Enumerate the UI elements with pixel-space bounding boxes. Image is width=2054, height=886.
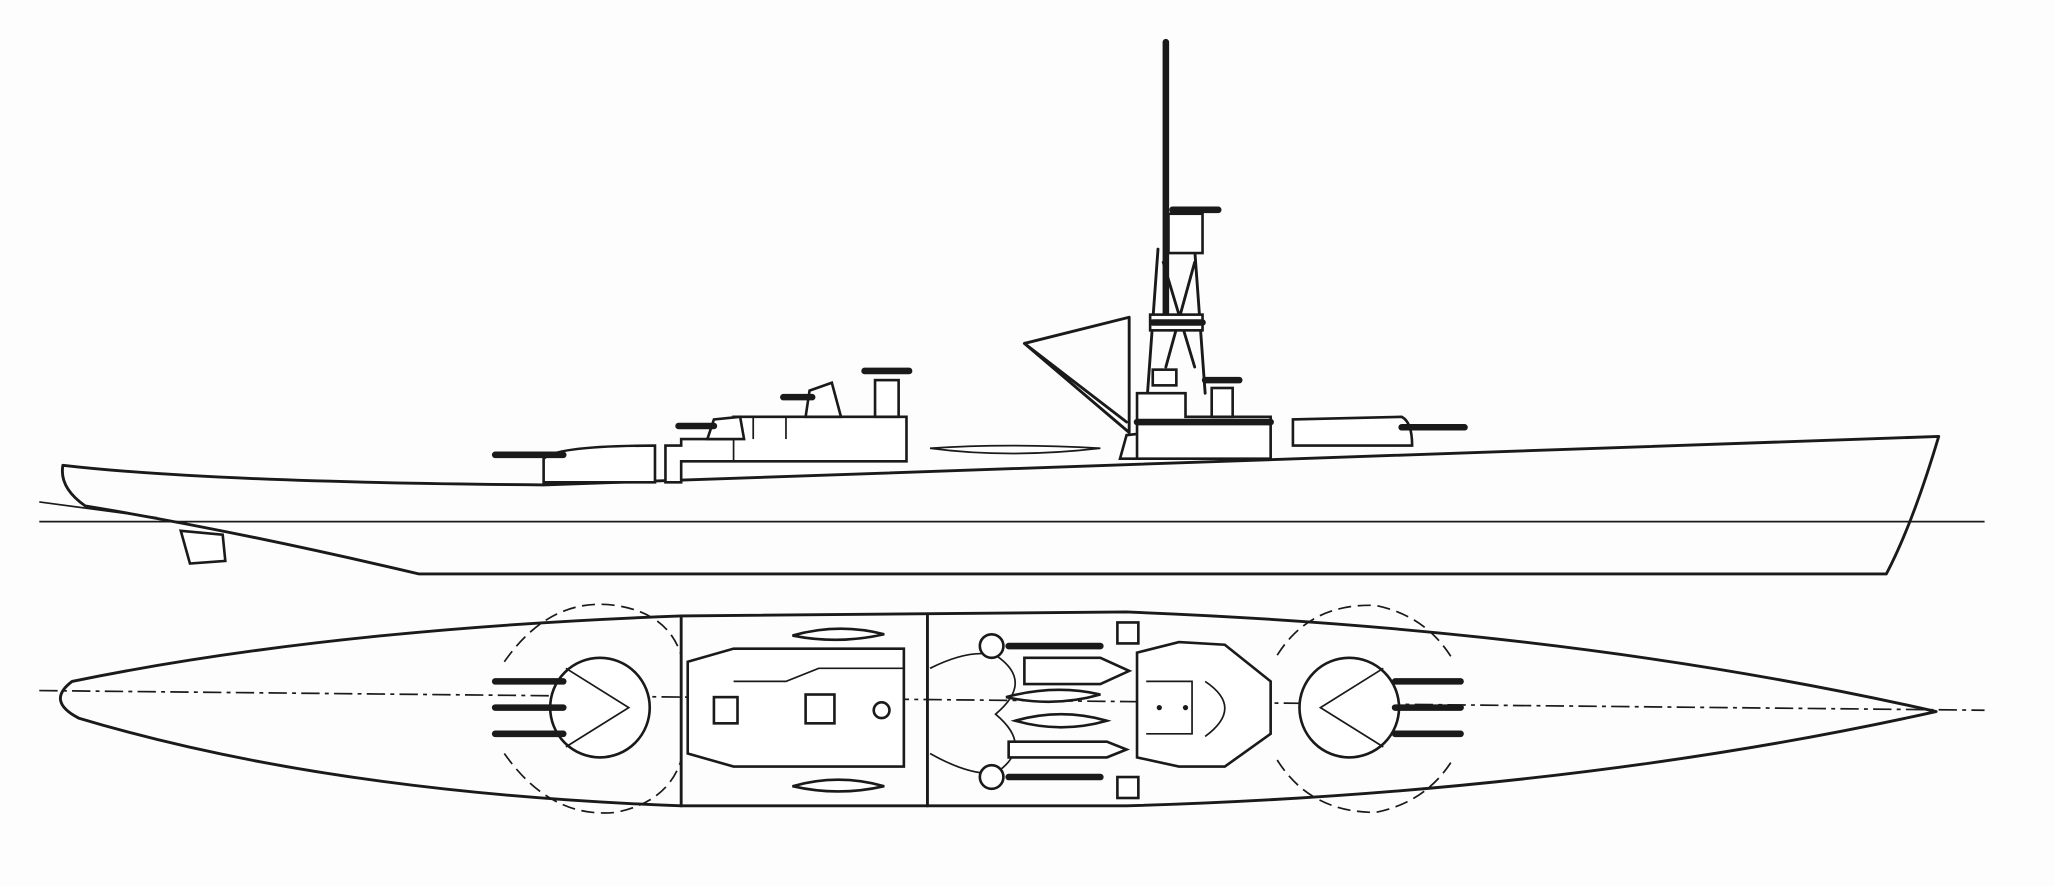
forward-turret-plan — [1276, 604, 1464, 814]
bow-line — [39, 501, 158, 519]
profile-view — [39, 38, 1985, 576]
centerline — [39, 689, 1985, 712]
bridge-equipment — [1210, 386, 1234, 419]
hull-profile — [60, 435, 1941, 576]
aft-rangefinder — [861, 367, 913, 419]
aft-deckhouse-plan — [679, 614, 906, 808]
boat — [929, 444, 1101, 455]
forward-turret — [1291, 415, 1468, 447]
crane — [1022, 315, 1131, 434]
midships-plan — [926, 614, 1140, 808]
forward-superstructure-plan — [1135, 640, 1272, 768]
hull-plan — [59, 610, 1938, 808]
forward-superstructure — [1135, 391, 1272, 461]
aft-turret-plan — [491, 603, 682, 814]
aft-turret — [491, 444, 657, 484]
plan-view — [39, 603, 1985, 814]
mainmast — [1146, 38, 1222, 395]
rudder — [178, 529, 227, 565]
